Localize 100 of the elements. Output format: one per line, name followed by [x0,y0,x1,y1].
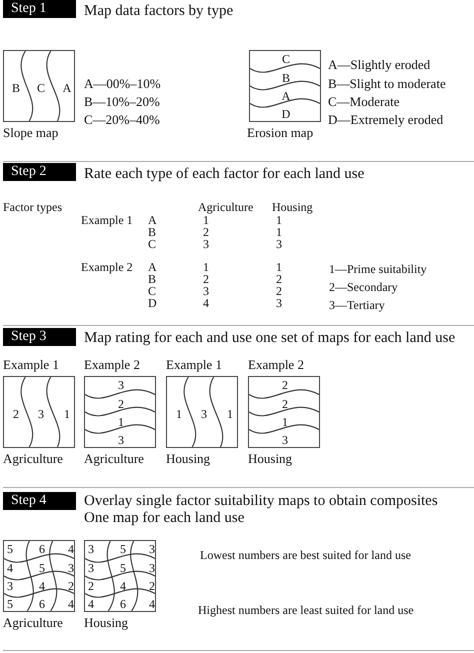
map-caption: Erosion map [247,126,314,139]
table-text: C [148,238,156,250]
legend-text: B—Slight to moderate [328,77,446,90]
legend-text: C—20%–40% [84,113,160,126]
zone-label: 3 [7,580,13,592]
map-caption: Agriculture [84,452,144,465]
legend-text: B—10%–20% [84,95,160,108]
legend-text: 1—Prime suitability [329,263,427,275]
zone-label: A [282,90,290,102]
legend-text: A—00%–10% [84,77,161,90]
table-text: 3 [276,238,282,250]
map-caption: Example 1 [3,358,59,371]
zone-label: 4 [68,543,74,555]
table-text: 2 [203,273,209,285]
zone-label: 3 [88,562,94,574]
zone-label: 6 [39,543,45,555]
zone-map [3,50,75,122]
zone-label: 5 [7,543,13,555]
map-caption: Example 2 [84,358,140,371]
step-badge: Step 4 [3,492,76,510]
map-caption: Housing [248,452,292,465]
step-heading: Map rating for each and use one set of maps for each land use [84,331,456,346]
zone-map [3,376,75,448]
zone-label: C [282,53,290,65]
legend-text: A—Slightly eroded [328,58,430,71]
zone-label: 3 [201,408,207,420]
table-text: 3 [276,297,282,309]
zone-label: 3 [68,562,74,574]
table-text: 3 [203,285,209,297]
table-text: 1 [203,214,209,226]
table-text: 2 [276,285,282,297]
zone-label: 4 [7,562,13,574]
table-header: Factor types [3,201,62,213]
table-text: 4 [203,297,209,309]
zone-label: 3 [149,562,155,574]
row-label: Example 1 [81,214,133,226]
table-text: A [148,214,157,226]
zone-label: 2 [149,580,155,592]
zone-label: B [12,82,20,94]
map-caption: Example 1 [166,358,222,371]
step-badge: Step 2 [3,163,76,181]
legend-text: 2—Secondary [329,281,398,293]
zone-map [166,376,238,448]
zone-map [249,50,321,122]
step-badge: Step 3 [3,328,76,346]
step-badge: Step 1 [3,0,76,18]
table-text: 2 [203,226,209,238]
zone-label: 2 [282,398,288,410]
zone-label: 5 [7,598,13,610]
zone-label: 6 [120,598,126,610]
table-header: Agriculture [198,201,254,213]
map-caption: Slope map [3,126,58,139]
map-caption: Housing [84,616,128,629]
row-label: Example 2 [81,261,133,273]
table-text: A [148,261,157,273]
map-caption: Agriculture [3,616,63,629]
zone-label: 3 [149,543,155,555]
zone-label: 3 [88,543,94,555]
zone-label: D [282,108,290,120]
table-text: B [148,273,156,285]
zone-label: B [282,72,290,84]
note-text: Lowest numbers are best suited for land use [200,549,411,561]
step-heading: Map data factors by type [84,4,234,19]
step-heading: Overlay single factor suitability maps to obtain composites [84,494,438,509]
zone-label: 5 [120,543,126,555]
zone-label: 1 [176,408,182,420]
table-text: 1 [276,214,282,226]
zone-label: 4 [39,580,45,592]
zone-label: 1 [227,408,233,420]
zone-label: 2 [68,580,74,592]
zone-label: C [37,82,45,94]
step-heading: One map for each land use [84,511,244,526]
zone-label: 4 [88,598,94,610]
zone-label: 1 [282,416,288,428]
zone-map [248,376,320,448]
map-caption: Example 2 [248,358,304,371]
zone-label: 5 [120,562,126,574]
table-text: 3 [203,238,209,250]
legend-text: 3—Tertiary [329,299,385,311]
zone-label: 1 [118,416,124,428]
zone-label: 4 [68,598,74,610]
table-text: 1 [276,226,282,238]
zone-label: 1 [64,408,70,420]
table-text: D [148,297,157,309]
zone-label: A [62,82,72,94]
table-text: 2 [276,273,282,285]
table-text: C [148,285,156,297]
zone-label: 2 [118,398,124,410]
zone-label: 3 [118,434,124,446]
map-caption: Housing [166,452,210,465]
zone-label: 5 [39,562,45,574]
table-text: 1 [203,261,209,273]
legend-text: C—Moderate [328,95,400,108]
step-heading: Rate each type of each factor for each land use [84,167,364,182]
zone-label: 2 [13,408,19,420]
table-text: B [148,226,156,238]
zone-label: 2 [282,379,288,391]
zone-map [84,376,156,448]
note-text: Highest numbers are least suited for land use [198,604,414,616]
zone-label: 3 [118,379,124,391]
